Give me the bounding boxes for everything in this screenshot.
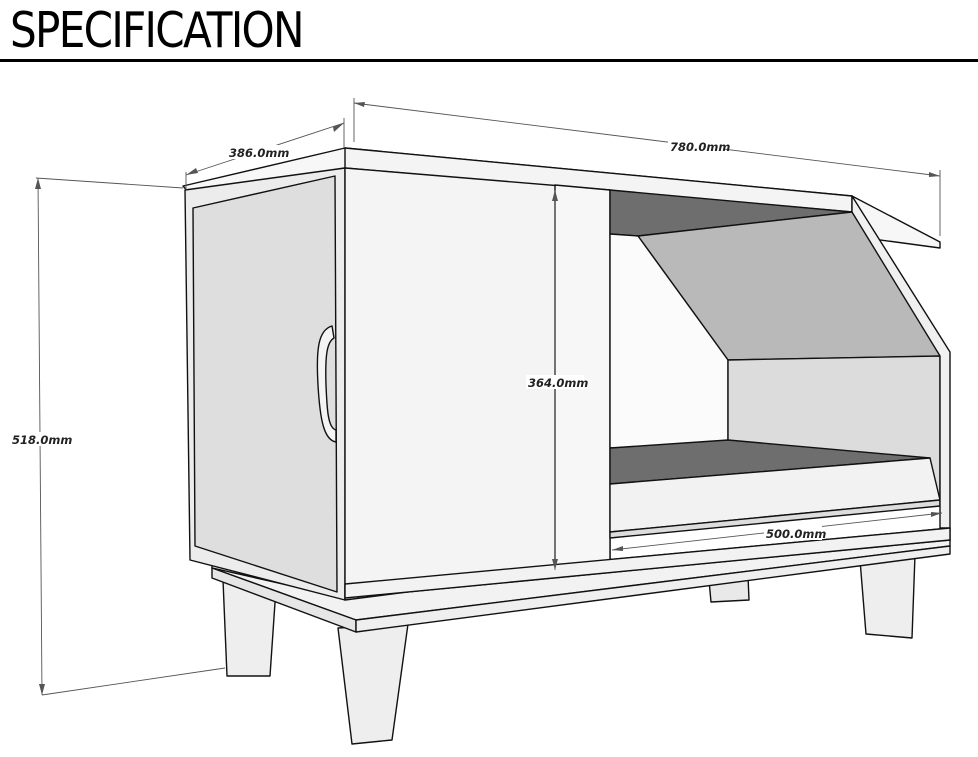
- label-opening-width: 500.0mm: [766, 527, 826, 541]
- label-total-height: 518.0mm: [12, 433, 72, 447]
- door-handle: [316, 325, 337, 443]
- arrow-height-b: [39, 684, 45, 695]
- front-bottom-rail: [344, 527, 951, 599]
- arrow-width-a: [354, 102, 365, 107]
- base-front-face: [355, 545, 951, 633]
- dim-line-width: [353, 102, 941, 177]
- arrow-inner-b: [552, 559, 558, 570]
- label-depth: 386.0mm: [229, 146, 289, 160]
- leg-front-right: [859, 554, 916, 639]
- arrow-width-b: [929, 172, 940, 177]
- arrow-opening-a: [612, 546, 623, 551]
- page-title: SPECIFICATION: [10, 2, 305, 59]
- right-frame: [851, 195, 951, 529]
- arrow-depth-a: [186, 168, 198, 175]
- title-underline: [0, 59, 978, 62]
- label-inner-height: 364.0mm: [528, 376, 588, 390]
- cabinet-door: [192, 175, 338, 593]
- dim-ext-total-height-a: [35, 177, 184, 189]
- arrow-height-a: [35, 178, 41, 189]
- arrow-opening-b: [931, 512, 942, 517]
- arrow-inner-a: [552, 190, 558, 201]
- dim-ext-total-height-b: [41, 667, 226, 696]
- leg-front-center: [337, 623, 409, 745]
- arrow-depth-b: [333, 123, 344, 132]
- label-width: 780.0mm: [670, 140, 730, 154]
